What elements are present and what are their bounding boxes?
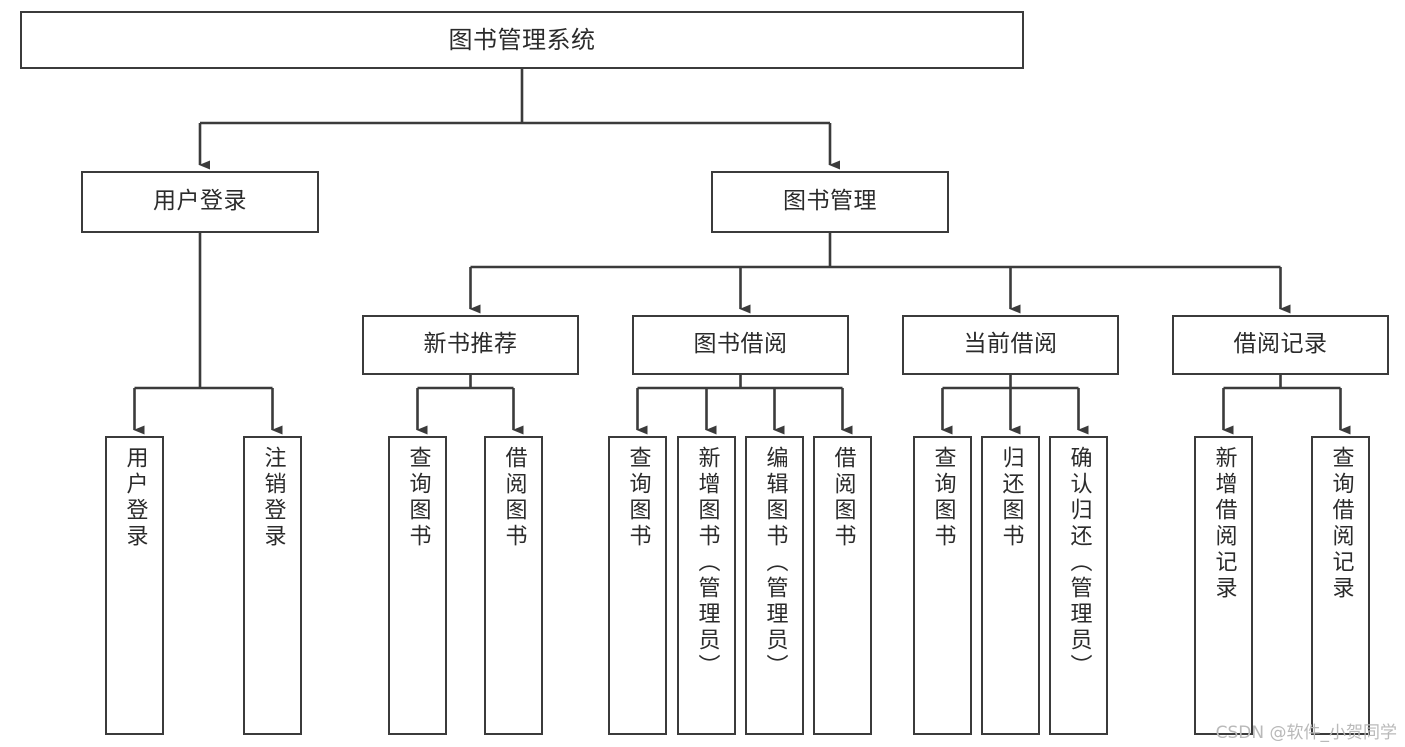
node-l11[interactable]: 确认归还（管理员） — [1049, 436, 1108, 735]
node-l5[interactable]: 查询图书 — [608, 436, 667, 735]
node-label: 新书推荐 — [423, 331, 518, 358]
node-l4[interactable]: 借阅图书 — [484, 436, 543, 735]
node-label: 新增借阅记录 — [1211, 446, 1237, 602]
node-label: 图书管理系统 — [448, 25, 596, 54]
node-label: 借阅图书 — [830, 446, 856, 550]
node-l2[interactable]: 注销登录 — [243, 436, 302, 735]
node-label: 用户登录 — [122, 446, 148, 550]
node-label: 借阅图书 — [501, 446, 527, 550]
node-n1[interactable]: 用户登录 — [81, 171, 319, 233]
node-l1[interactable]: 用户登录 — [105, 436, 164, 735]
node-label: 新增图书（管理员） — [694, 446, 720, 680]
node-n3[interactable]: 新书推荐 — [362, 315, 579, 375]
node-label: 图书借阅 — [693, 331, 788, 358]
node-label: 注销登录 — [260, 446, 286, 550]
node-label: 查询图书 — [930, 446, 956, 550]
node-n4[interactable]: 图书借阅 — [632, 315, 849, 375]
node-l8[interactable]: 借阅图书 — [813, 436, 872, 735]
node-label: 借阅记录 — [1233, 331, 1328, 358]
node-n0[interactable]: 图书管理系统 — [20, 11, 1024, 69]
node-n6[interactable]: 借阅记录 — [1172, 315, 1389, 375]
node-l7[interactable]: 编辑图书（管理员） — [745, 436, 804, 735]
node-label: 图书管理 — [783, 188, 877, 215]
node-l10[interactable]: 归还图书 — [981, 436, 1040, 735]
node-label: 查询图书 — [405, 446, 431, 550]
node-l12[interactable]: 新增借阅记录 — [1194, 436, 1253, 735]
node-label: 编辑图书（管理员） — [762, 446, 788, 680]
node-label: 查询借阅记录 — [1328, 446, 1354, 602]
node-label: 用户登录 — [153, 188, 247, 215]
csdn-watermark: CSDN @软件_小贺同学 — [1215, 723, 1397, 743]
node-n5[interactable]: 当前借阅 — [902, 315, 1119, 375]
node-l3[interactable]: 查询图书 — [388, 436, 447, 735]
node-l13[interactable]: 查询借阅记录 — [1311, 436, 1370, 735]
node-n2[interactable]: 图书管理 — [711, 171, 949, 233]
node-label: 归还图书 — [998, 446, 1024, 550]
node-l9[interactable]: 查询图书 — [913, 436, 972, 735]
node-label: 确认归还（管理员） — [1066, 446, 1092, 680]
node-label: 当前借阅 — [963, 331, 1058, 358]
node-label: 查询图书 — [625, 446, 651, 550]
node-l6[interactable]: 新增图书（管理员） — [677, 436, 736, 735]
